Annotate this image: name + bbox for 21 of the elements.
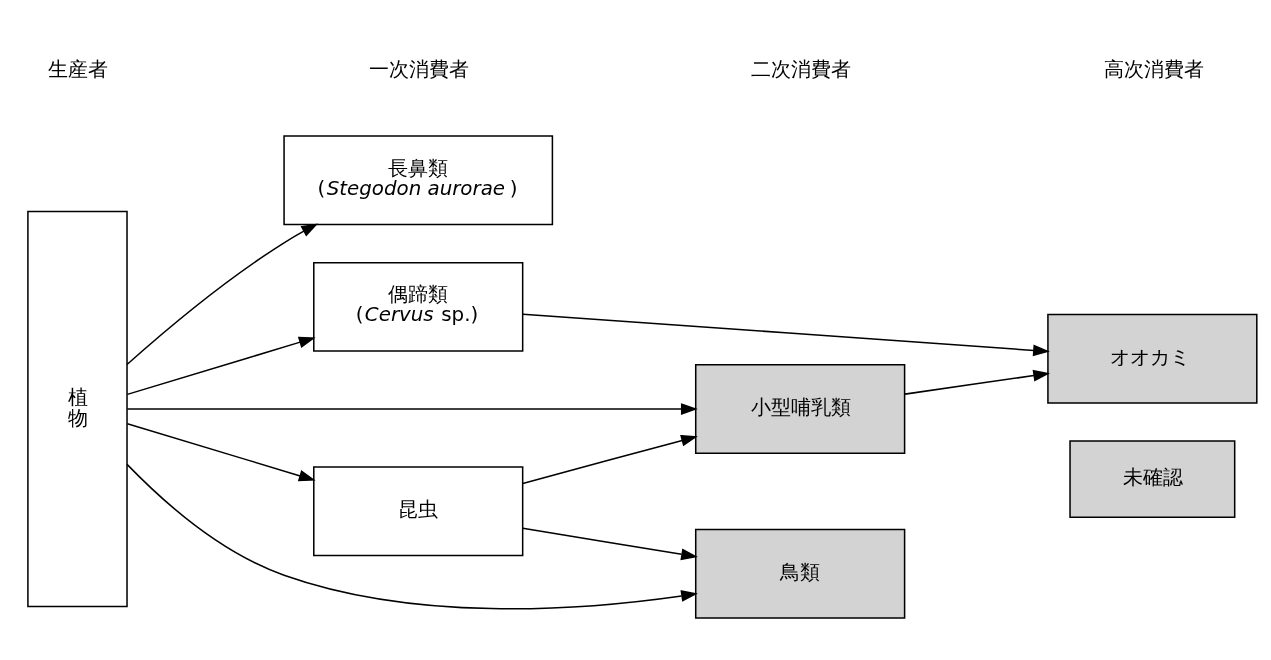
node-box: 小型哺乳類 (694, 363, 906, 454)
arrow (522, 434, 698, 484)
label: 高次消費者 (1103, 57, 1204, 81)
arrow (126, 422, 316, 481)
label: 一次消費者 (369, 57, 470, 81)
arrow (522, 526, 698, 560)
node-box: 鳥類 (694, 528, 906, 619)
label: 二次消費者 (751, 57, 852, 81)
node-box: 長鼻類 (Stegodon aurorae) (283, 134, 554, 225)
arrow (126, 402, 698, 415)
node-box: 偶蹄類 (Cervus sp.) (313, 261, 524, 352)
arrow (126, 222, 319, 365)
arrow (126, 336, 316, 395)
node-box: 植物 (27, 210, 128, 607)
label: 生産者 (47, 57, 108, 81)
node-box: 昆虫 (313, 465, 524, 556)
legend-label: 未確認 (1122, 465, 1183, 489)
node-box: オオカミ (1047, 313, 1258, 404)
arrow (904, 369, 1051, 395)
arrow (126, 463, 698, 609)
arrow (522, 312, 1050, 356)
